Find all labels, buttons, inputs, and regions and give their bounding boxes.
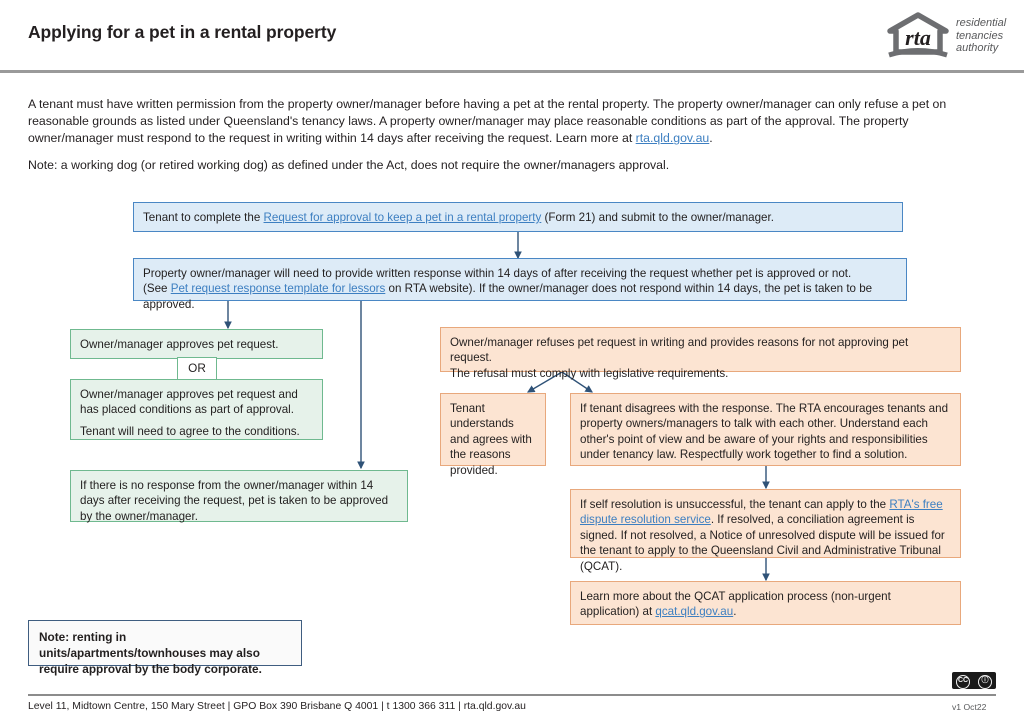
approve-conditions-line1: Owner/manager approves pet request and h… — [80, 388, 298, 417]
flow-box-tenant-disagrees[interactable]: If tenant disagrees with the response. T… — [570, 393, 961, 466]
qcat-after-link: . — [733, 605, 737, 619]
owner-response-line1: Property owner/manager will need to prov… — [143, 267, 852, 280]
tenant-agrees-text: Tenant understands and agrees with the r… — [450, 402, 532, 477]
no-response-text: If there is no response from the owner/m… — [80, 479, 389, 523]
approve-conditions-line2: Tenant will need to agree to the conditi… — [80, 424, 300, 438]
creative-commons-badge: CC ⓘ — [952, 672, 996, 689]
intro-section: A tenant must have written permission fr… — [28, 96, 990, 174]
self-resolution-before-link: If self resolution is unsuccessful, the … — [580, 498, 890, 511]
intro-rta-link[interactable]: rta.qld.gov.au — [635, 131, 710, 146]
connector-refusal-to-agrees — [527, 371, 563, 393]
rta-logo-wordmark: rta — [905, 25, 931, 50]
footer-address: Level 11, Midtown Centre, 150 Mary Stree… — [28, 701, 526, 712]
owner-response-line2: (See Pet request response template for l… — [143, 281, 897, 312]
tenant-form-text-before-link: Tenant to complete the — [143, 211, 264, 224]
rta-logo-tagline-line2: tenancies — [956, 29, 1004, 42]
refusal-line1: Owner/manager refuses pet request in wri… — [450, 336, 909, 365]
header-divider — [0, 70, 1024, 73]
tenant-disagrees-text: If tenant disagrees with the response. T… — [580, 402, 949, 462]
flow-box-tenant-agrees[interactable]: Tenant understands and agrees with the r… — [440, 393, 546, 477]
pet-response-template-link[interactable]: Pet request response template for lessor… — [170, 282, 386, 296]
refusal-line2: The refusal must comply with legislative… — [450, 366, 729, 380]
flow-box-no-response[interactable]: If there is no response from the owner/m… — [70, 470, 408, 523]
cc-by-icon: ⓘ — [978, 674, 992, 689]
footer-divider — [28, 694, 996, 696]
flow-box-refusal[interactable]: Owner/manager refuses pet request in wri… — [440, 327, 961, 380]
flow-box-owner-response[interactable]: Property owner/manager will need to prov… — [133, 258, 907, 311]
intro-text-before-link: A tenant must have written permission fr… — [28, 97, 947, 146]
page-header: Applying for a pet in a rental property … — [0, 0, 1024, 70]
intro-text-after-link: . — [709, 131, 713, 146]
flow-box-qcat[interactable]: Learn more about the QCAT application pr… — [570, 581, 961, 625]
rta-house-logo-icon: rta — [887, 12, 949, 58]
rta-logo-tagline-line1: residential — [956, 17, 1007, 29]
rta-logo-tagline: residential tenancies authority — [956, 17, 1006, 55]
flow-box-approve-with-conditions[interactable]: Owner/manager approves pet request and h… — [70, 379, 323, 440]
intro-paragraph: A tenant must have written permission fr… — [28, 96, 990, 148]
cc-icon: CC — [956, 674, 970, 689]
flow-box-approve-simple[interactable]: Owner/manager approves pet request. — [70, 329, 323, 359]
page-title: Applying for a pet in a rental property — [28, 22, 337, 42]
dispute-resolution-link[interactable]: RTA's free dispute resolution service — [580, 498, 943, 527]
footer-version: v1 Oct22 — [952, 702, 987, 712]
intro-working-dog-note: Note: a working dog (or retired working … — [28, 157, 670, 172]
flow-box-self-resolution[interactable]: If self resolution is unsuccessful, the … — [570, 489, 961, 573]
form-21-link[interactable]: Request for approval to keep a pet in a … — [263, 211, 542, 224]
owner-response-before-link: (See — [143, 282, 171, 296]
rta-logo-tagline-line3: authority — [956, 42, 999, 55]
owner-response-after-link: on RTA website). If the owner/manager do… — [143, 282, 873, 311]
approve-simple-text: Owner/manager approves pet request. — [80, 338, 279, 351]
flow-box-tenant-form-text: Tenant to complete the Request for appro… — [143, 210, 893, 225]
flow-box-body-corporate-note: Note: renting in units/apartments/townho… — [28, 620, 302, 676]
qcat-before-link: Learn more about the QCAT application pr… — [580, 590, 891, 619]
qcat-text: Learn more about the QCAT application pr… — [580, 589, 951, 620]
connector-refusal-to-disagrees — [561, 371, 593, 393]
flow-box-tenant-form[interactable]: Tenant to complete the Request for appro… — [133, 202, 903, 232]
rta-logo: rta residential tenancies authority — [884, 10, 1009, 62]
tenant-form-text-after-link: (Form 21) and submit to the owner/manage… — [541, 211, 774, 224]
qcat-link[interactable]: qcat.qld.gov.au — [655, 605, 734, 619]
self-resolution-text: If self resolution is unsuccessful, the … — [580, 497, 951, 574]
self-resolution-after-link: . If resolved, a conciliation agreement … — [580, 513, 945, 573]
body-corporate-note-text: Note: renting in units/apartments/townho… — [39, 630, 262, 676]
